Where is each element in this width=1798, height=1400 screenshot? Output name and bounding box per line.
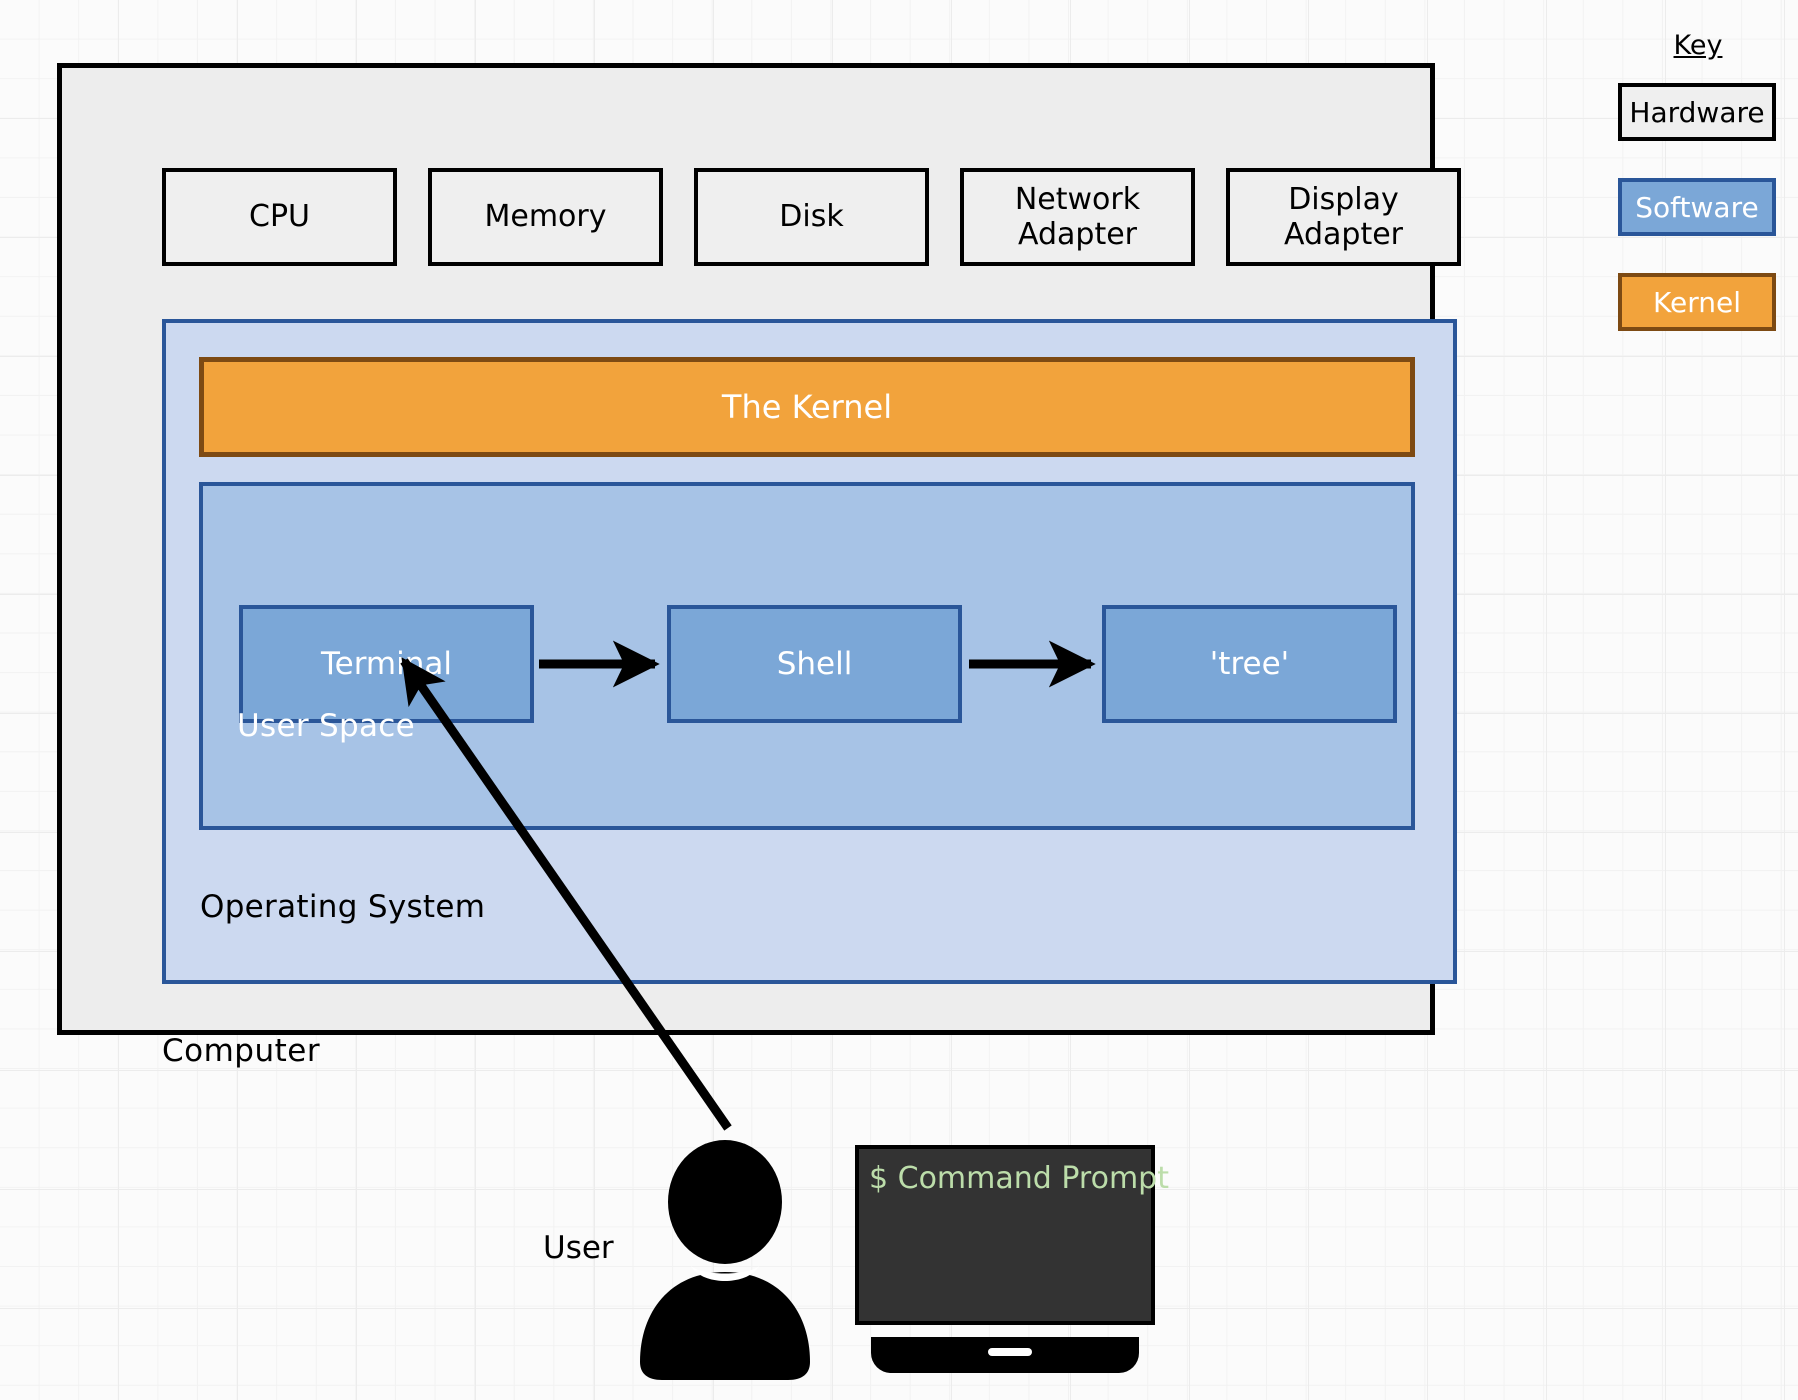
software-box-shell[interactable]: Shell — [667, 605, 962, 723]
hardware-box-display-adapter[interactable]: Display Adapter — [1226, 168, 1461, 266]
software-box-tree[interactable]: 'tree' — [1102, 605, 1397, 723]
key-item-kernel[interactable]: Kernel — [1618, 273, 1776, 331]
hardware-box-memory[interactable]: Memory — [428, 168, 663, 266]
computer-label: Computer — [162, 1033, 321, 1069]
hardware-label-network-adapter: Network Adapter — [1014, 181, 1141, 252]
hardware-label-cpu: CPU — [249, 199, 310, 235]
software-box-terminal[interactable]: Terminal — [239, 605, 534, 723]
kernel-label: The Kernel — [721, 388, 893, 426]
computer-container[interactable]: CPU Memory Disk Network Adapter Display … — [57, 63, 1461, 1069]
software-label-shell: Shell — [776, 646, 853, 682]
hardware-label-memory: Memory — [484, 199, 607, 235]
monitor-stand — [871, 1337, 1139, 1373]
key-item-software[interactable]: Software — [1618, 178, 1776, 236]
key-title: Key — [1673, 30, 1723, 61]
hardware-box-disk[interactable]: Disk — [694, 168, 929, 266]
hardware-row: CPU Memory Disk Network Adapter Display … — [162, 168, 1461, 266]
key-item-hardware[interactable]: Hardware — [1618, 83, 1776, 141]
key-label-hardware: Hardware — [1629, 95, 1765, 129]
kernel-box[interactable]: The Kernel — [199, 357, 1415, 457]
key-label-software: Software — [1635, 190, 1759, 224]
operating-system-container[interactable]: The Kernel Terminal Shell 'tree' — [162, 319, 1457, 984]
monitor[interactable]: $ Command Prompt — [855, 1145, 1169, 1380]
monitor-screen[interactable]: $ Command Prompt — [855, 1145, 1169, 1325]
hardware-label-display-adapter: Display Adapter — [1283, 181, 1404, 252]
software-label-terminal: Terminal — [320, 646, 452, 682]
user-space-label: User Space — [237, 708, 415, 744]
command-prompt-text: $ Command Prompt — [869, 1161, 1169, 1196]
operating-system-label: Operating System — [200, 889, 486, 925]
key-label-kernel: Kernel — [1653, 285, 1741, 319]
hardware-box-cpu[interactable]: CPU — [162, 168, 397, 266]
hardware-label-disk: Disk — [779, 199, 844, 235]
user-person-icon — [640, 1140, 810, 1380]
hardware-box-network-adapter[interactable]: Network Adapter — [960, 168, 1195, 266]
key-legend: Key Hardware Software Kernel — [1618, 30, 1778, 368]
user-space-container[interactable]: Terminal Shell 'tree' — [199, 482, 1415, 830]
user-label: User — [543, 1230, 614, 1266]
software-label-tree: 'tree' — [1209, 646, 1290, 682]
monitor-stand-notch — [988, 1348, 1032, 1356]
